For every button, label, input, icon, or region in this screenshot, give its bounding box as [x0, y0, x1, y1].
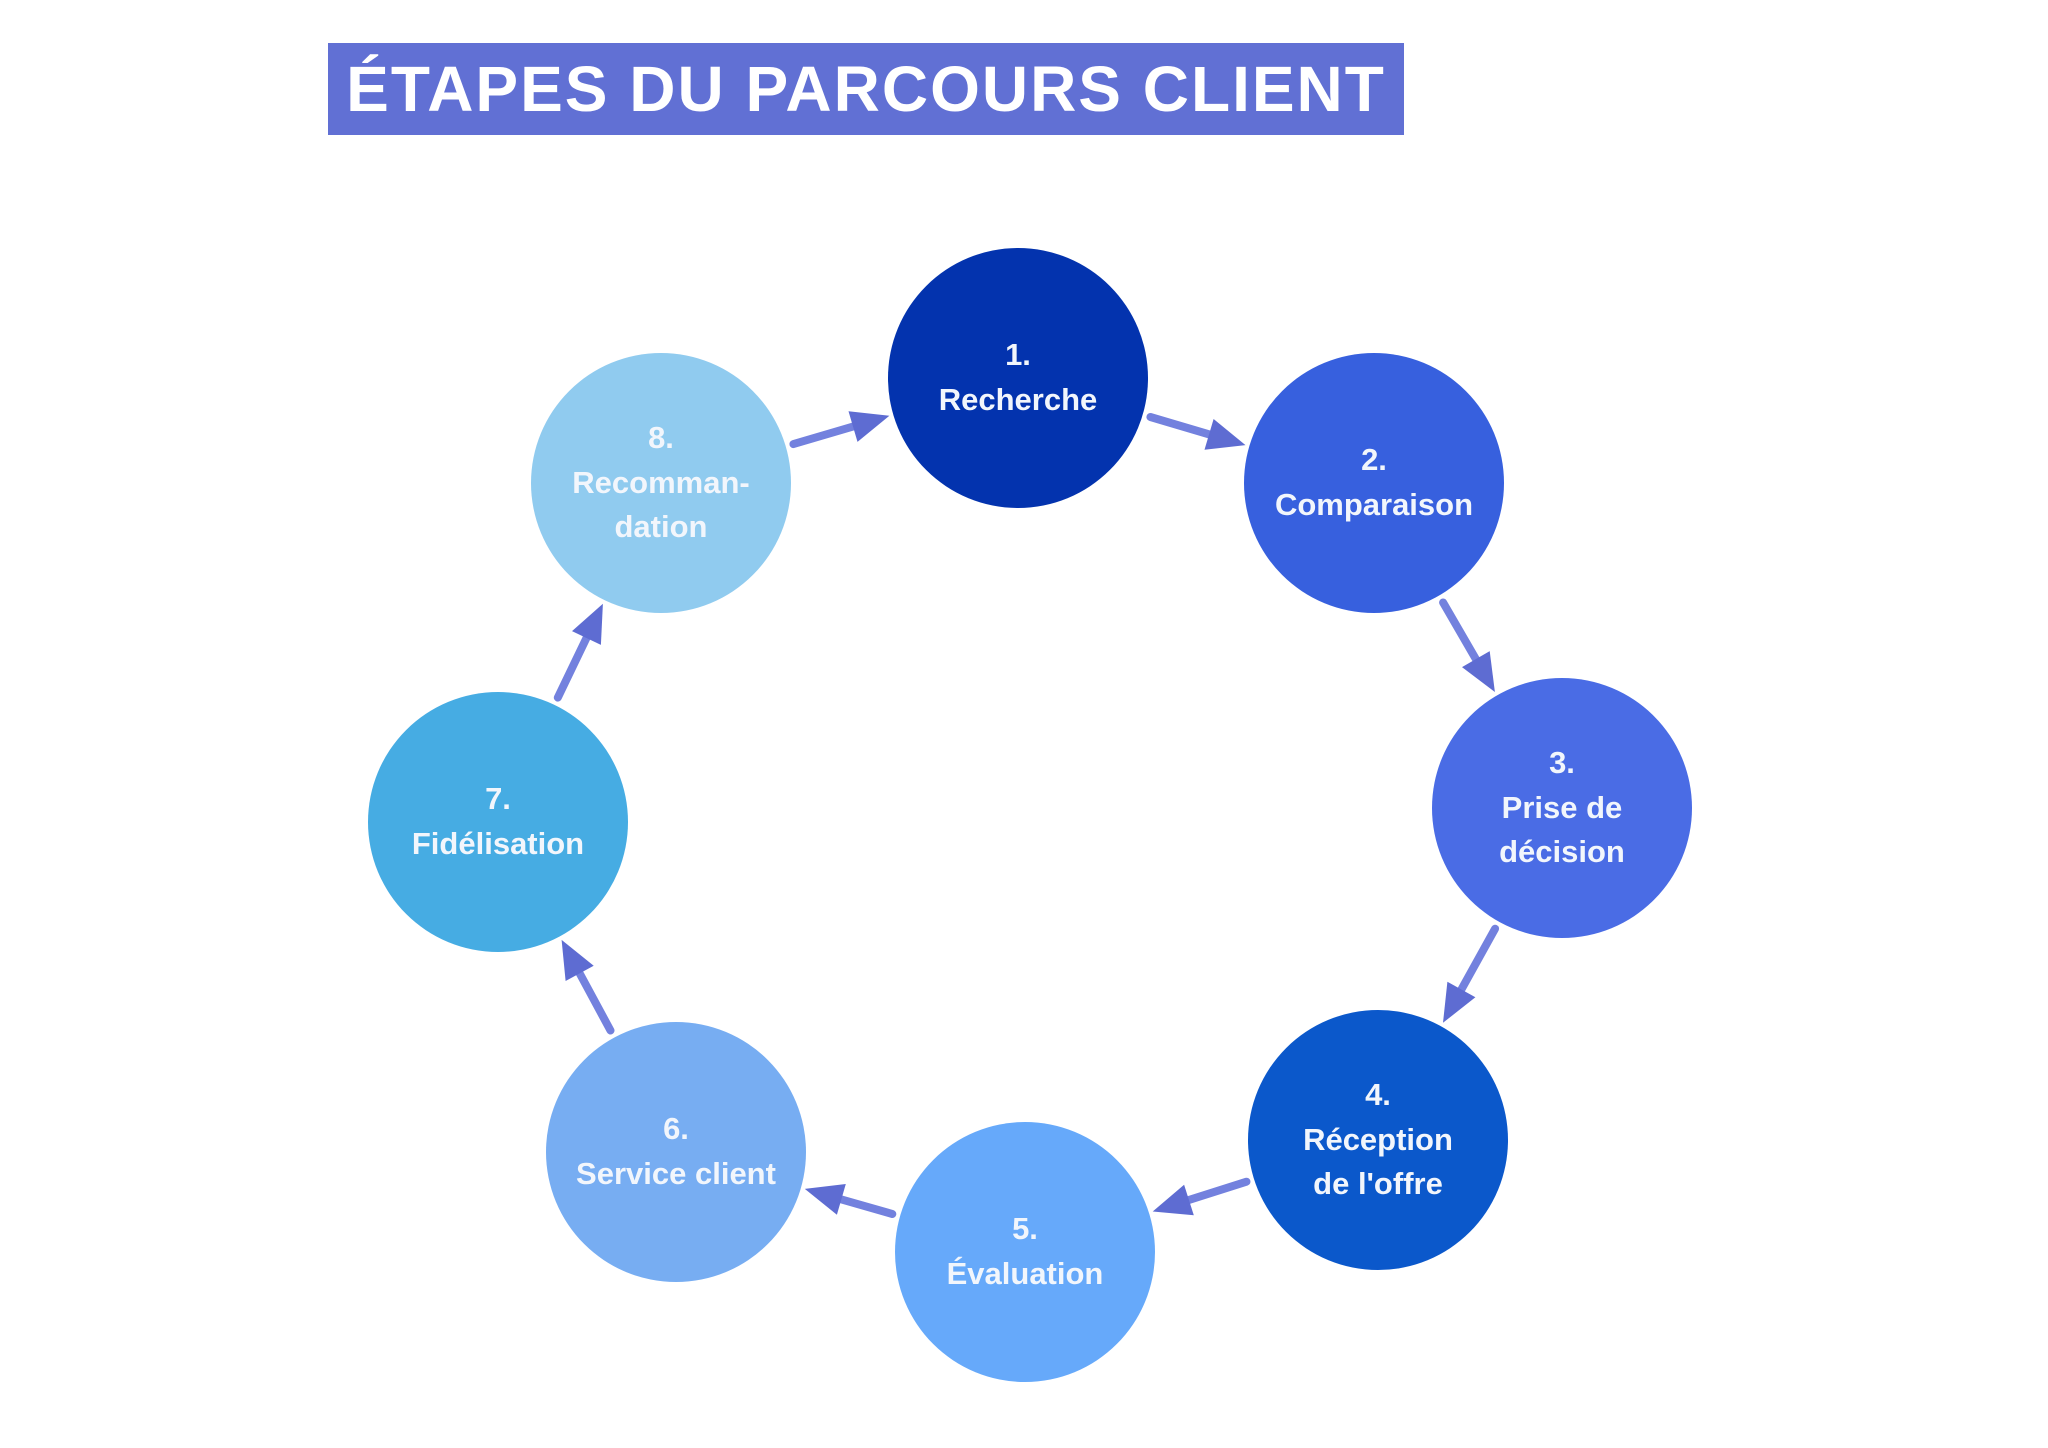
step-7-text: 7. Fidélisation [412, 777, 584, 867]
step-2-text: 2. Comparaison [1275, 438, 1473, 528]
arrowhead-icon [561, 939, 594, 981]
step-label: Évaluation [946, 1256, 1104, 1291]
arrow-step5-to-step6 [804, 1184, 897, 1218]
step-circle-7-fidelisation: 7. Fidélisation [368, 692, 628, 952]
step-label: Recomman- dation [572, 464, 750, 545]
step-label: Fidélisation [411, 826, 585, 861]
arrow-shaft [573, 965, 615, 1035]
arrow-step6-to-step7 [561, 939, 615, 1035]
arrowhead-icon [572, 603, 603, 645]
step-number: 8. [648, 419, 674, 455]
step-circle-5-evaluation: 5. Évaluation [895, 1122, 1155, 1382]
step-circle-2-comparaison: 2. Comparaison [1244, 353, 1504, 613]
page-title: ÉTAPES DU PARCOURS CLIENT [346, 53, 1386, 125]
arrow-shaft [789, 421, 861, 449]
step-6-text: 6. Service client [576, 1107, 776, 1197]
step-circle-1-recherche: 1. Recherche [888, 248, 1148, 508]
step-number: 6. [663, 1111, 689, 1147]
step-circle-8-recommandation: 8. Recomman- dation [531, 353, 791, 613]
arrow-shaft [1439, 598, 1482, 667]
arrowhead-icon [1443, 981, 1476, 1023]
step-label: Prise de décision [1499, 789, 1625, 870]
arrow-shaft [833, 1194, 897, 1218]
step-number: 5. [1012, 1211, 1038, 1247]
arrowhead-icon [1204, 419, 1246, 450]
arrow-shaft [1146, 413, 1217, 440]
step-number: 7. [485, 781, 511, 817]
step-label: Service client [576, 1156, 776, 1191]
step-number: 4. [1365, 1076, 1391, 1112]
arrow-step4-to-step5 [1152, 1177, 1251, 1216]
arrow-shaft [553, 630, 593, 702]
arrow-shaft [1181, 1177, 1251, 1206]
title-banner: ÉTAPES DU PARCOURS CLIENT [328, 43, 1404, 135]
step-3-text: 3. Prise de décision [1499, 741, 1625, 876]
step-number: 3. [1549, 744, 1575, 780]
step-number: 2. [1361, 442, 1387, 478]
arrowhead-icon [804, 1184, 846, 1215]
arrow-step1-to-step2 [1146, 413, 1246, 450]
step-number: 1. [1005, 337, 1031, 373]
step-label: Recherche [938, 382, 1098, 417]
step-circle-4-reception-de-l-offre: 4. Réception de l'offre [1248, 1010, 1508, 1270]
arrow-step8-to-step1 [789, 411, 890, 449]
step-circle-3-prise-de-decision: 3. Prise de décision [1432, 678, 1692, 938]
arrowhead-icon [848, 411, 890, 442]
step-1-text: 1. Recherche [939, 333, 1098, 423]
arrow-step3-to-step4 [1443, 924, 1500, 1023]
arrow-step2-to-step3 [1439, 598, 1495, 692]
step-label: Comparaison [1274, 487, 1474, 522]
arrow-step7-to-step8 [553, 603, 603, 702]
arrowhead-icon [1152, 1184, 1194, 1216]
step-8-text: 8. Recomman- dation [572, 416, 749, 551]
step-4-text: 4. Réception de l'offre [1303, 1073, 1453, 1208]
step-label: Réception de l'offre [1303, 1121, 1453, 1202]
arrowhead-icon [1462, 651, 1495, 692]
step-5-text: 5. Évaluation [947, 1207, 1104, 1297]
step-circle-6-service-client: 6. Service client [546, 1022, 806, 1282]
arrow-shaft [1455, 924, 1500, 998]
